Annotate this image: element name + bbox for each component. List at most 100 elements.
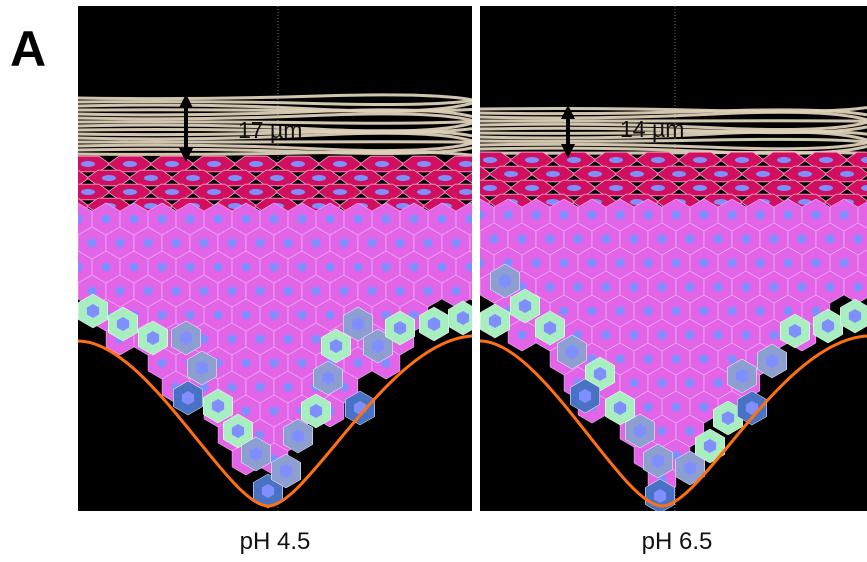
- spinous-nucleus: [311, 238, 321, 248]
- stratum-corneum-layer: [480, 141, 867, 151]
- spinous-nucleus: [545, 234, 555, 244]
- granular-nucleus: [756, 171, 770, 177]
- basal-nucleus: [261, 484, 275, 498]
- basal-nucleus: [488, 314, 502, 328]
- granular-nucleus: [312, 175, 326, 181]
- granular-nucleus: [165, 161, 179, 167]
- spinous-nucleus: [853, 282, 863, 292]
- spinous-cell: [469, 281, 472, 301]
- granular-nucleus: [819, 185, 833, 191]
- spinous-nucleus: [811, 306, 821, 316]
- spinous-nucleus: [713, 330, 723, 340]
- spinous-nucleus: [769, 234, 779, 244]
- spinous-nucleus: [269, 406, 279, 416]
- granular-nucleus: [672, 171, 686, 177]
- spinous-nucleus: [643, 402, 653, 412]
- spinous-nucleus: [227, 286, 237, 296]
- spinous-nucleus: [643, 306, 653, 316]
- granular-nucleus: [483, 185, 497, 191]
- spinous-cell: [857, 249, 867, 277]
- granular-nucleus: [588, 171, 602, 177]
- spinous-nucleus: [727, 306, 737, 316]
- granular-nucleus: [567, 185, 581, 191]
- panel-ph-4-5: [78, 6, 472, 511]
- spinous-nucleus: [199, 334, 209, 344]
- granular-nucleus: [375, 161, 389, 167]
- spinous-nucleus: [685, 426, 695, 436]
- epidermis-simulation-left: [78, 6, 472, 511]
- granular-nucleus: [123, 189, 137, 195]
- spinous-nucleus: [241, 262, 251, 272]
- spinous-nucleus: [409, 262, 419, 272]
- basal-nucleus: [578, 389, 592, 403]
- basement-membrane: [480, 334, 867, 508]
- basal-nucleus: [291, 429, 305, 443]
- spinous-nucleus: [283, 286, 293, 296]
- granular-nucleus: [525, 157, 539, 163]
- basal-nucleus: [765, 354, 779, 368]
- granular-nucleus: [207, 189, 221, 195]
- granular-nucleus: [693, 185, 707, 191]
- basal-nucleus: [543, 321, 557, 335]
- spinous-nucleus: [325, 214, 335, 224]
- spinous-nucleus: [587, 306, 597, 316]
- spinous-nucleus: [269, 262, 279, 272]
- spinous-nucleus: [727, 258, 737, 268]
- spinous-nucleus: [297, 310, 307, 320]
- spinous-nucleus: [657, 426, 667, 436]
- spinous-nucleus: [559, 306, 569, 316]
- spinous-nucleus: [227, 334, 237, 344]
- basal-nucleus: [565, 345, 579, 359]
- spinous-nucleus: [797, 234, 807, 244]
- spinous-nucleus: [811, 210, 821, 220]
- granular-nucleus: [375, 189, 389, 195]
- spinous-nucleus: [78, 262, 83, 272]
- stratum-corneum-layer: [78, 131, 472, 143]
- spinous-nucleus: [395, 286, 405, 296]
- spinous-nucleus: [269, 358, 279, 368]
- spinous-nucleus: [451, 286, 461, 296]
- stratum-corneum-layer: [78, 93, 472, 102]
- basal-nucleus: [848, 309, 862, 323]
- spinous-nucleus: [185, 310, 195, 320]
- granular-nucleus: [714, 171, 728, 177]
- spinous-nucleus: [255, 238, 265, 248]
- spinous-nucleus: [283, 382, 293, 392]
- spinous-nucleus: [713, 282, 723, 292]
- basal-nucleus: [179, 331, 193, 345]
- granular-nucleus: [249, 161, 263, 167]
- spinous-nucleus: [615, 306, 625, 316]
- spinous-nucleus: [769, 330, 779, 340]
- spinous-nucleus: [811, 258, 821, 268]
- spinous-nucleus: [255, 382, 265, 392]
- spinous-nucleus: [255, 286, 265, 296]
- spinous-nucleus: [381, 358, 391, 368]
- stratum-corneum-layer: [480, 137, 867, 144]
- basal-nucleus: [613, 401, 627, 415]
- spinous-nucleus: [465, 214, 472, 224]
- spinous-nucleus: [825, 234, 835, 244]
- spinous-nucleus: [437, 262, 447, 272]
- basal-nucleus: [211, 399, 225, 413]
- spinous-nucleus: [601, 282, 611, 292]
- arrow-head-down: [179, 148, 193, 162]
- spinous-nucleus: [157, 310, 167, 320]
- spinous-nucleus: [437, 214, 447, 224]
- granular-nucleus: [777, 185, 791, 191]
- stratum-corneum-layer: [78, 150, 472, 157]
- spinous-nucleus: [587, 210, 597, 220]
- granular-nucleus: [504, 171, 518, 177]
- granular-nucleus: [123, 161, 137, 167]
- spinous-nucleus: [699, 258, 709, 268]
- spinous-nucleus: [545, 282, 555, 292]
- spinous-nucleus: [741, 234, 751, 244]
- granular-nucleus: [693, 157, 707, 163]
- basal-nucleus: [788, 324, 802, 338]
- spinous-nucleus: [531, 210, 541, 220]
- granular-cell: [443, 155, 472, 173]
- basal-nucleus: [279, 464, 293, 478]
- spinous-nucleus: [573, 282, 583, 292]
- granular-nucleus: [102, 175, 116, 181]
- spinous-nucleus: [727, 354, 737, 364]
- granular-nucleus: [165, 189, 179, 195]
